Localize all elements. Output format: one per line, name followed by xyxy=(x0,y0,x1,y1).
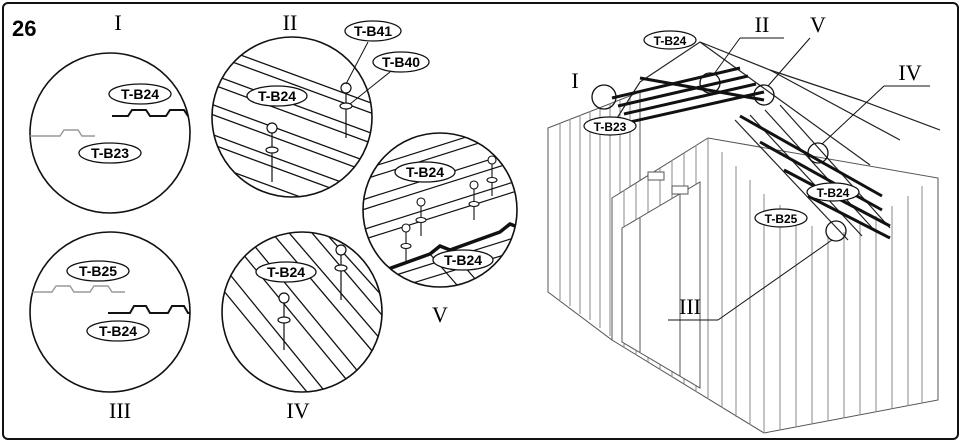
detail-iii-label-tb24: T-B24 xyxy=(99,323,137,339)
detail-ii-numeral: II xyxy=(283,10,298,35)
shed-callout-iv: IV xyxy=(898,60,921,85)
detail-ii-label-tb40: T-B40 xyxy=(382,54,420,70)
detail-iii-numeral: III xyxy=(109,398,131,423)
step-number: 26 xyxy=(12,16,36,41)
detail-iii-label-tb25: T-B25 xyxy=(79,263,117,279)
detail-i-numeral: I xyxy=(114,10,121,35)
detail-v-numeral: V xyxy=(432,302,448,327)
detail-iii: T-B25 T-B24 III xyxy=(29,231,191,423)
detail-v-label-tb24-b: T-B24 xyxy=(444,252,482,268)
shed-label-tb23: T-B23 xyxy=(594,120,627,134)
shed-label-tb24-side: T-B24 xyxy=(817,186,850,200)
detail-ii-label-tb41: T-B41 xyxy=(354,23,392,39)
detail-v-label-tb24-a: T-B24 xyxy=(406,164,444,180)
shed-overview xyxy=(547,37,941,434)
shed-callout-ii: II xyxy=(755,12,770,37)
shed-callout-iii: III xyxy=(679,294,701,319)
detail-i-label-tb24: T-B24 xyxy=(121,86,159,102)
shed-label-tb25: T-B25 xyxy=(765,212,798,226)
detail-v: T-B24 T-B24 V xyxy=(362,132,518,327)
detail-ii: II T-B41 T-B40 T-B24 xyxy=(211,10,430,198)
detail-iv-label-tb24: T-B24 xyxy=(267,264,305,280)
shed-callout-i: I xyxy=(571,68,578,93)
detail-iv-numeral: IV xyxy=(286,398,309,423)
detail-i: I T-B24 T-B23 xyxy=(29,10,191,214)
detail-i-label-tb23: T-B23 xyxy=(91,145,129,161)
shed-label-tb24-top: T-B24 xyxy=(654,34,687,48)
detail-ii-label-tb24: T-B24 xyxy=(258,88,296,104)
detail-iv: T-B24 IV xyxy=(221,231,383,423)
shed-callout-v: V xyxy=(810,12,826,37)
